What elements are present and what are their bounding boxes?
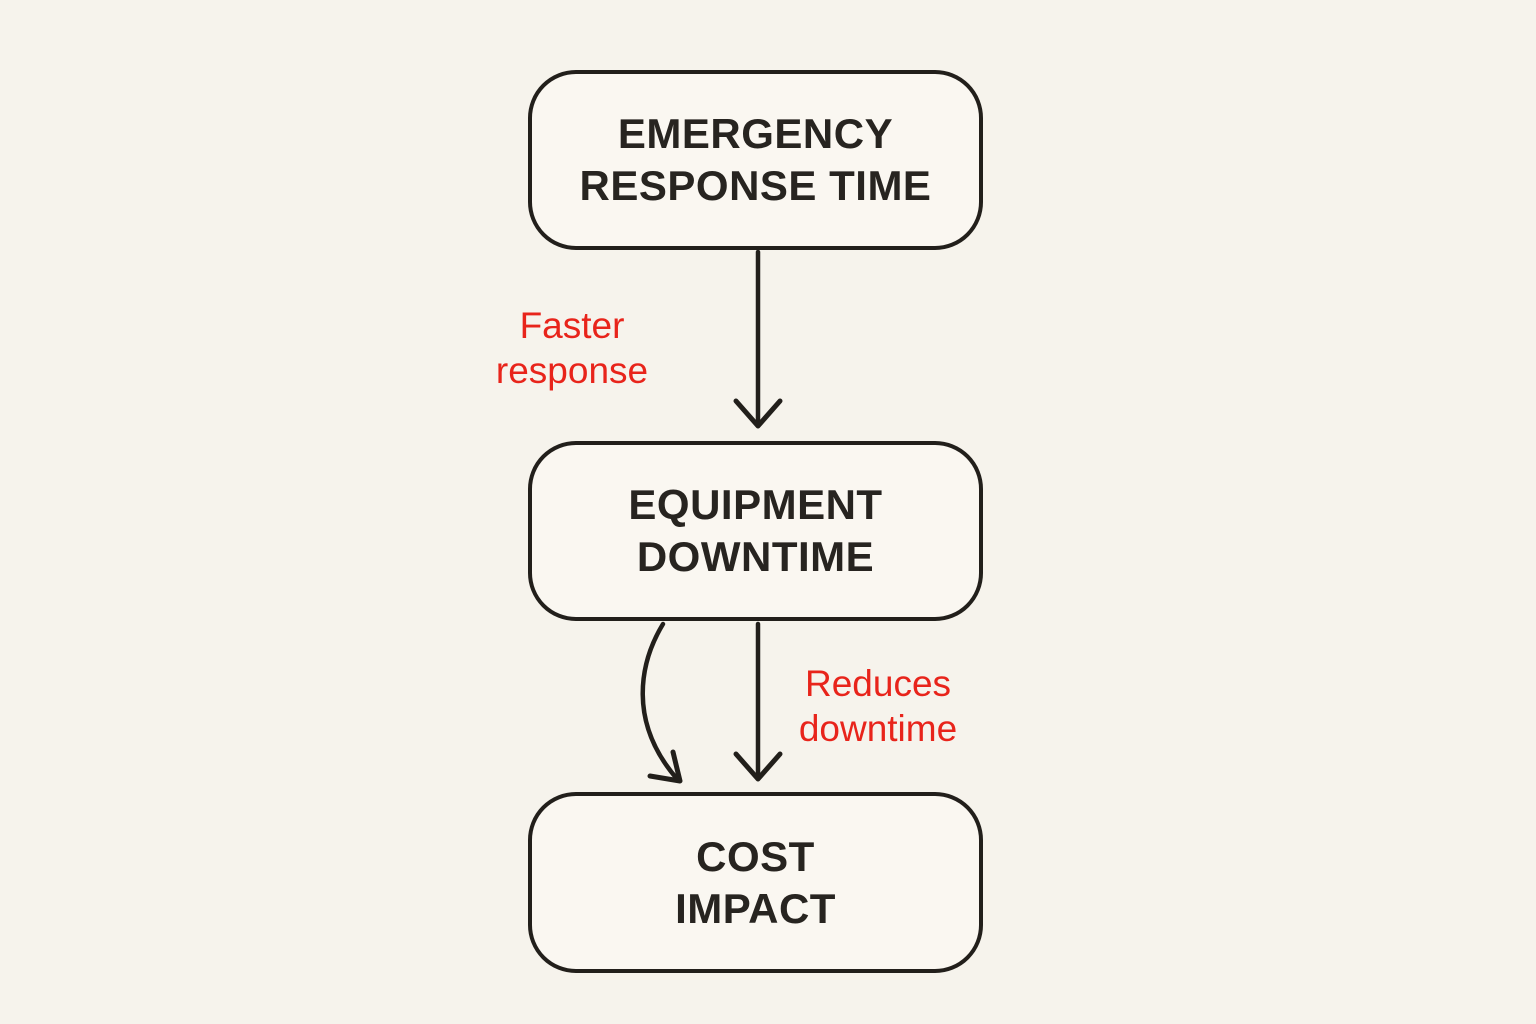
edge-label-reduces-downtime: Reduces downtime xyxy=(748,661,1008,751)
edge-label-line: Faster xyxy=(519,305,625,346)
node-label-line: RESPONSE TIME xyxy=(579,162,932,209)
node-label-line: DOWNTIME xyxy=(636,533,875,580)
node-label-line: EMERGENCY xyxy=(617,110,894,157)
arrow-emergency-to-equipment xyxy=(733,249,783,429)
node-emergency-response-time: EMERGENCY RESPONSE TIME xyxy=(528,70,983,250)
edge-label-line: downtime xyxy=(798,708,958,749)
curved-arrow-equipment-to-cost xyxy=(640,621,683,784)
edge-label-line: Reduces xyxy=(804,663,952,704)
node-label-line: EQUIPMENT xyxy=(628,481,883,528)
arrow-equipment-to-cost xyxy=(733,621,783,782)
node-equipment-downtime: EQUIPMENT DOWNTIME xyxy=(528,441,983,621)
node-label-line: IMPACT xyxy=(675,884,836,932)
edge-label-line: response xyxy=(495,350,649,391)
edge-label-faster-response: Faster response xyxy=(442,303,702,393)
node-label-line: COST xyxy=(696,832,815,880)
node-cost-impact: COST IMPACT xyxy=(528,792,983,973)
